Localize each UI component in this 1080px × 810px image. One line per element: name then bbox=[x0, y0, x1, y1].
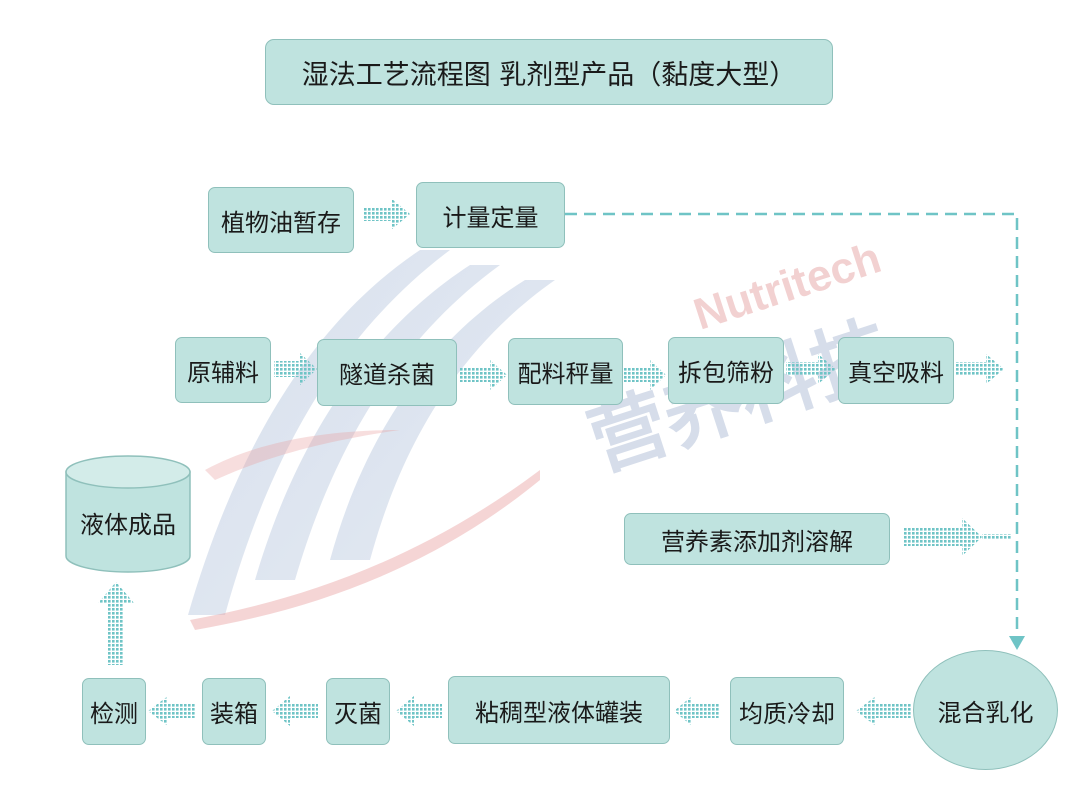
node-label: 真空吸料 bbox=[848, 359, 944, 387]
node-inspection: 检测 bbox=[82, 678, 146, 745]
dotted-arrow bbox=[148, 696, 912, 726]
node-label: 检测 bbox=[90, 700, 138, 728]
node-finished-liquid: 液体成品 bbox=[66, 492, 190, 552]
dotted-arrow bbox=[98, 582, 134, 665]
node-unpack-sieve: 拆包筛粉 bbox=[668, 337, 784, 404]
page-title-text: 湿法工艺流程图 乳剂型产品（黏度大型） bbox=[301, 59, 797, 91]
node-metering: 计量定量 bbox=[416, 182, 565, 248]
node-label: 原辅料 bbox=[187, 358, 259, 387]
node-label: 混合乳化 bbox=[937, 698, 1034, 727]
watermark-logo bbox=[188, 250, 555, 630]
node-viscous-filling: 粘稠型液体罐装 bbox=[448, 676, 670, 744]
node-vacuum-feed: 真空吸料 bbox=[838, 337, 954, 404]
node-boxing: 装箱 bbox=[202, 678, 266, 745]
node-label: 隧道杀菌 bbox=[339, 361, 435, 389]
node-tunnel-sterilize: 隧道杀菌 bbox=[317, 339, 457, 406]
node-mix-emulsify: 混合乳化 bbox=[913, 650, 1058, 770]
node-label: 液体成品 bbox=[80, 510, 176, 539]
node-raw-materials: 原辅料 bbox=[175, 337, 271, 403]
node-label: 拆包筛粉 bbox=[678, 359, 774, 387]
dashed-arrowhead bbox=[1009, 636, 1025, 650]
node-label: 计量定量 bbox=[442, 203, 539, 232]
node-homogenize-cool: 均质冷却 bbox=[730, 677, 844, 745]
node-batching-weigh: 配料秤量 bbox=[508, 338, 623, 405]
node-sterilize: 灭菌 bbox=[326, 678, 390, 745]
page-title: 湿法工艺流程图 乳剂型产品（黏度大型） bbox=[265, 39, 833, 105]
node-label: 灭菌 bbox=[334, 700, 382, 728]
finished-product-cylinder bbox=[65, 455, 191, 573]
node-label: 均质冷却 bbox=[739, 699, 835, 728]
node-label: 营养素添加剂溶解 bbox=[661, 527, 853, 556]
node-label: 配料秤量 bbox=[517, 360, 614, 388]
node-label: 装箱 bbox=[210, 700, 258, 728]
node-label: 植物油暂存 bbox=[221, 208, 341, 237]
node-nutrient-dissolve: 营养素添加剂溶解 bbox=[624, 513, 890, 565]
node-oil-storage: 植物油暂存 bbox=[208, 187, 354, 253]
dotted-arrow bbox=[274, 199, 1012, 556]
node-label: 粘稠型液体罐装 bbox=[475, 698, 643, 727]
